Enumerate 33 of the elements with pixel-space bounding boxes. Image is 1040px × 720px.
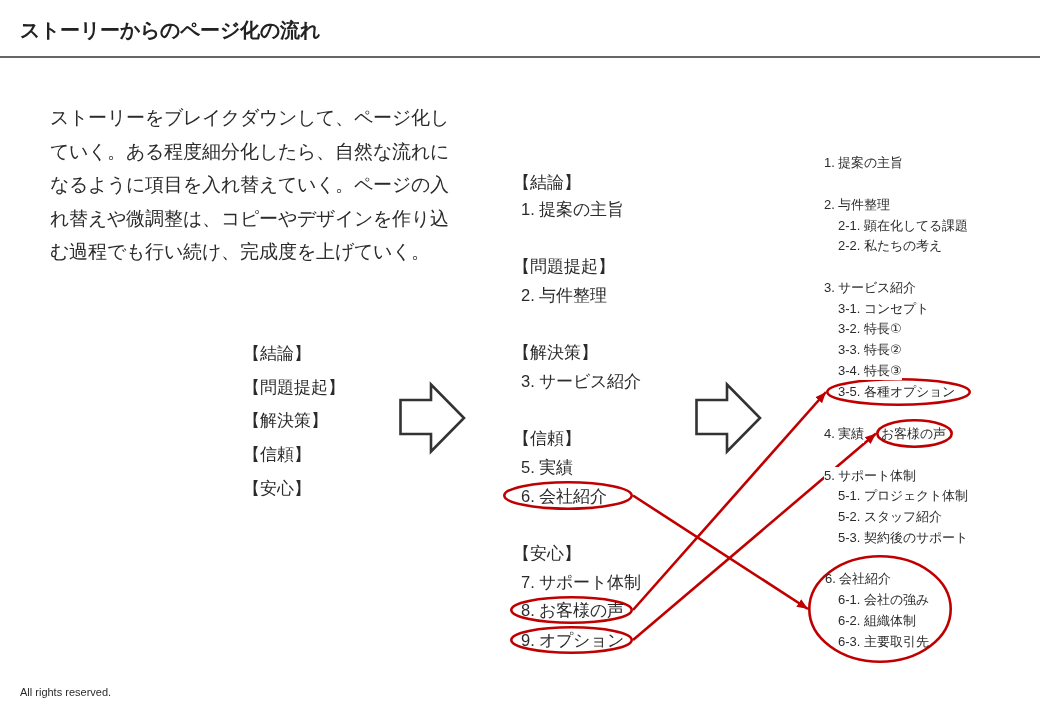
list-item: 2. 与件整理 bbox=[824, 196, 891, 214]
list-item: 3-4. 特長③ bbox=[838, 362, 902, 380]
highlight-ellipse: 8. お客様の声 bbox=[510, 596, 633, 624]
list-item: 3-1. コンセプト bbox=[838, 300, 929, 318]
list-item: 3-2. 特長① bbox=[838, 320, 902, 338]
list-item: 6. 会社紹介 bbox=[825, 570, 892, 588]
list-item: 3-3. 特長② bbox=[838, 341, 902, 359]
list-item: 5-2. スタッフ紹介 bbox=[838, 508, 942, 526]
list-item: 3. サービス紹介 bbox=[521, 370, 642, 392]
page-title: ストーリーからのページ化の流れ bbox=[20, 18, 320, 43]
list-item: 3. サービス紹介 bbox=[824, 279, 917, 297]
highlight-ellipse: お客様の声 bbox=[876, 419, 953, 448]
list-item: 4. 実績 bbox=[824, 425, 865, 443]
list-item: 5. サポート体制 bbox=[824, 467, 917, 485]
list-item: 5-1. プロジェクト体制 bbox=[838, 487, 968, 505]
highlight-ellipse bbox=[808, 555, 952, 663]
list-item: 6-2. 組織体制 bbox=[838, 612, 916, 630]
list-item: 2-2. 私たちの考え bbox=[838, 237, 942, 255]
list-item: 2-1. 顕在化してる課題 bbox=[838, 217, 968, 235]
list-item: 7. サポート体制 bbox=[521, 571, 642, 593]
arrow bbox=[632, 391, 827, 611]
highlight-ellipse: 3-5. 各種オプション bbox=[826, 378, 971, 406]
list-item: 1. 提案の主旨 bbox=[824, 154, 904, 172]
arrow bbox=[632, 432, 877, 641]
paragraph: ストーリーをブレイクダウンして、ページ化していく。ある程度細分化したら、自然な流れになるように項目を入れ替えていく。ページの入れ替えや微調整は、コピーやデザインを作り込む過程でも行い続け、完成度を上げていく。 bbox=[50, 106, 450, 265]
list-item: 6-3. 主要取引先 bbox=[838, 633, 929, 651]
list-item: 5-3. 契約後のサポート bbox=[838, 529, 968, 547]
list-item: 2. 与件整理 bbox=[521, 284, 608, 306]
highlight-ellipse: 6. 会社紹介 bbox=[503, 481, 633, 510]
list-item: 6-1. 会社の強み bbox=[838, 591, 929, 609]
list-item: 1. 提案の主旨 bbox=[521, 198, 625, 220]
arrow bbox=[632, 494, 809, 611]
highlight-ellipse: 9. オプション bbox=[510, 626, 633, 654]
